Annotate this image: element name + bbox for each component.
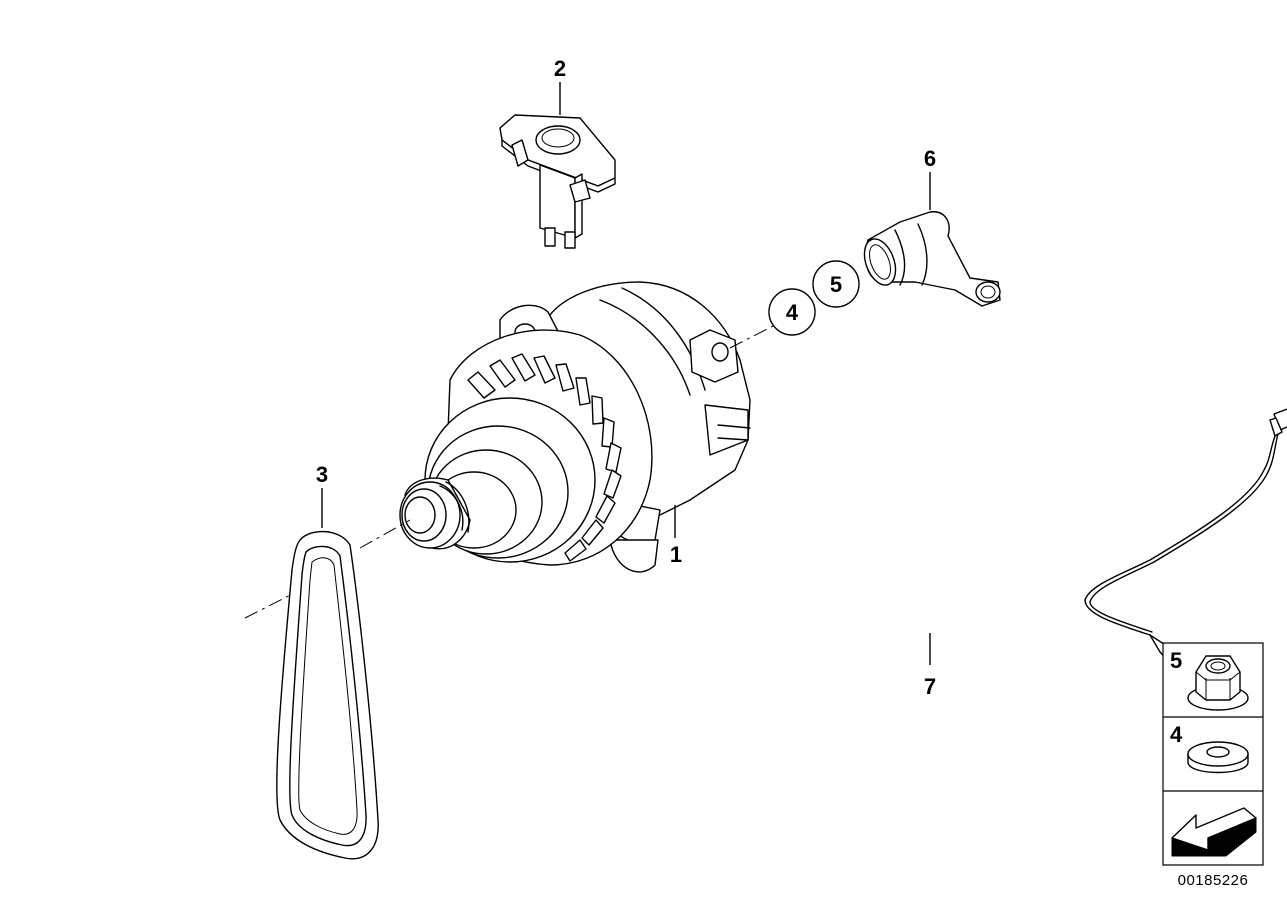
callout-5: 5 — [830, 272, 842, 297]
callout-4: 4 — [786, 300, 799, 325]
flange-nut-icon — [1187, 655, 1249, 711]
callout-3: 3 — [316, 462, 328, 487]
callout-6: 6 — [924, 146, 936, 171]
drive-belt-part[interactable] — [276, 530, 379, 860]
back-arrow-icon[interactable] — [1171, 807, 1257, 857]
callout-circle-4 — [768, 288, 816, 336]
hardware-legend: 5 4 — [1162, 642, 1264, 866]
washer-icon — [1187, 741, 1249, 774]
diagram-id: 00185226 — [1178, 872, 1249, 889]
alternator-part[interactable] — [399, 281, 751, 573]
terminal-boot-part[interactable] — [859, 211, 1001, 307]
callout-circle-5 — [812, 260, 860, 308]
sensor-bracket-part[interactable] — [499, 114, 616, 249]
callout-2: 2 — [554, 56, 566, 81]
legend-number-5: 5 — [1170, 648, 1182, 673]
legend-number-4: 4 — [1170, 722, 1183, 747]
callout-7: 7 — [924, 674, 936, 699]
callout-1: 1 — [670, 542, 682, 567]
